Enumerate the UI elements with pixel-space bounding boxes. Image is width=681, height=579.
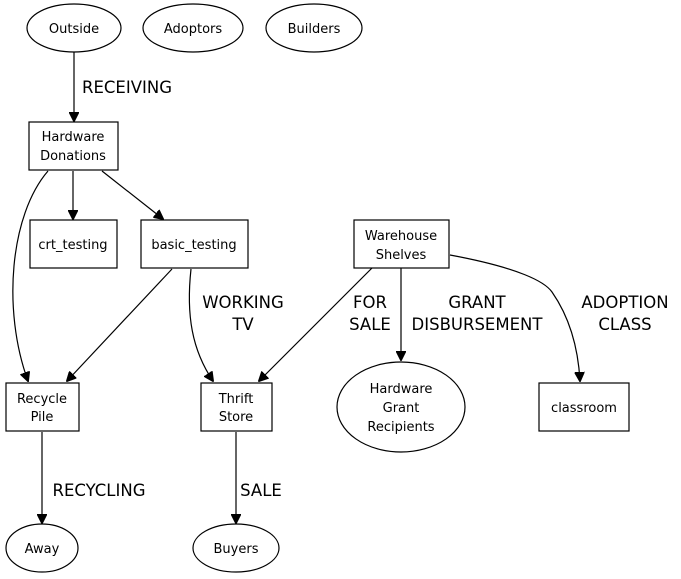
edge-label-grant-disbursement-line1: GRANT xyxy=(448,293,506,312)
node-crt-testing: crt_testing xyxy=(29,219,118,269)
edge-donations-to-recycle-pile xyxy=(12,170,49,381)
node-away: Away xyxy=(5,523,79,573)
node-away-label: Away xyxy=(25,542,60,557)
edge-donations-to-basic-testing xyxy=(101,170,163,219)
edge-label-for-sale-line2: SALE xyxy=(349,315,391,334)
edge-label-working-tv-line2: TV xyxy=(231,315,254,334)
node-buyers: Buyers xyxy=(192,523,280,573)
node-hardware-donations-line2: Donations xyxy=(40,149,106,164)
node-crt-testing-label: crt_testing xyxy=(38,238,107,253)
node-basic-testing: basic_testing xyxy=(140,219,249,269)
node-adoptors: Adoptors xyxy=(142,3,244,53)
node-builders-label: Builders xyxy=(288,22,341,37)
node-buyers-label: Buyers xyxy=(214,542,259,557)
node-hardware-donations: Hardware Donations xyxy=(28,121,119,171)
edge-label-sale: SALE xyxy=(240,481,282,500)
node-classroom-label: classroom xyxy=(551,401,617,416)
edge-label-working-tv-line1: WORKING xyxy=(202,293,284,312)
node-grant-recipients-line3: Recipients xyxy=(367,420,434,435)
node-recycle-pile: Recycle Pile xyxy=(5,382,80,432)
node-hardware-donations-line1: Hardware xyxy=(42,130,105,145)
edge-basic-testing-to-recycle-pile xyxy=(67,268,173,381)
node-outside-label: Outside xyxy=(49,22,99,37)
node-builders: Builders xyxy=(265,3,363,53)
node-recycle-pile-line1: Recycle xyxy=(17,392,67,407)
edge-label-adoption-class-line2: CLASS xyxy=(598,315,651,334)
edge-label-receiving: RECEIVING xyxy=(82,78,172,97)
node-grant-recipients-line1: Hardware xyxy=(370,382,433,397)
edge-label-adoption-class-line1: ADOPTION xyxy=(581,293,668,312)
node-hardware-grant-recipients: Hardware Grant Recipients xyxy=(336,361,466,453)
node-thrift-store: Thrift Store xyxy=(200,382,273,432)
edge-warehouse-to-classroom xyxy=(449,254,580,381)
edge-label-grant-disbursement-line2: DISBURSEMENT xyxy=(412,315,544,334)
node-classroom: classroom xyxy=(538,382,630,432)
node-warehouse-shelves-line2: Shelves xyxy=(376,248,427,263)
node-warehouse-shelves: Warehouse Shelves xyxy=(353,219,450,269)
node-thrift-store-line2: Store xyxy=(219,410,253,425)
edge-label-for-sale-line1: FOR xyxy=(353,293,387,312)
edge-label-recycling: RECYCLING xyxy=(52,481,145,500)
node-thrift-store-line1: Thrift xyxy=(218,392,254,407)
node-recycle-pile-line2: Pile xyxy=(31,410,54,425)
node-adoptors-label: Adoptors xyxy=(164,22,223,37)
node-basic-testing-label: basic_testing xyxy=(151,238,236,253)
node-grant-recipients-line2: Grant xyxy=(383,401,420,416)
node-warehouse-shelves-line1: Warehouse xyxy=(365,229,437,244)
edge-warehouse-to-thrift-store xyxy=(259,267,373,381)
edge-basic-testing-to-thrift-store xyxy=(188,268,213,381)
node-outside: Outside xyxy=(26,3,122,53)
